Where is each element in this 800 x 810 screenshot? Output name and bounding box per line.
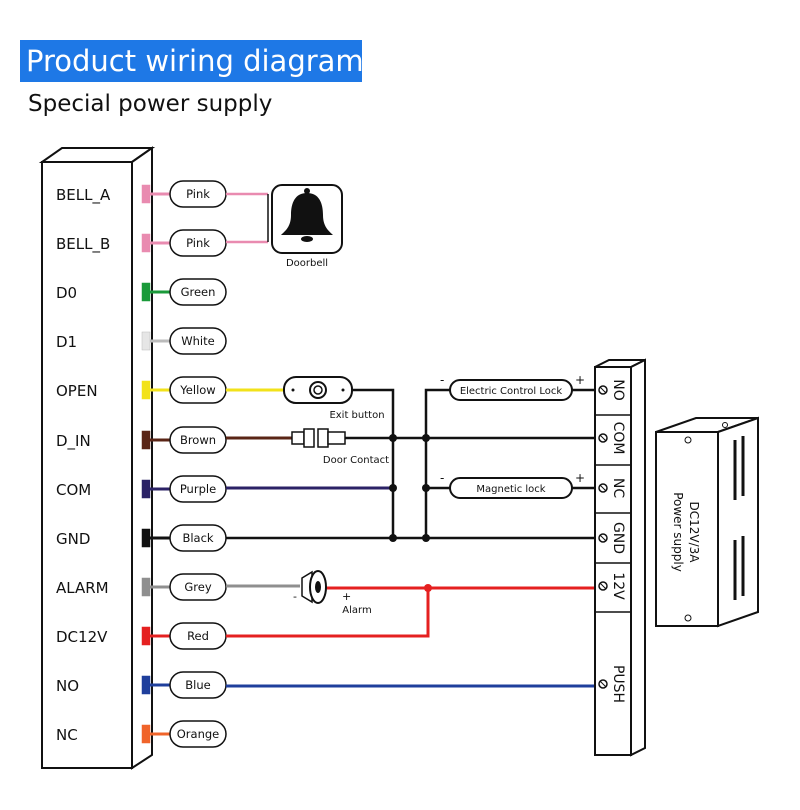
wire-color-label: Blue — [185, 678, 210, 692]
electric-lock-plus: + — [575, 373, 585, 387]
connector-plug — [141, 577, 151, 597]
wire-color-label: Brown — [180, 433, 216, 447]
terminal-label: ALARM — [56, 579, 109, 597]
wire-color-label: Black — [182, 531, 213, 545]
terminal-com: COM Purple — [56, 475, 227, 503]
door-contact-label: Door Contact — [323, 455, 389, 466]
power-terminal-label: NO — [610, 379, 626, 401]
title-banner — [20, 40, 362, 82]
power-supply-box: DC12V/3A Power supply — [655, 416, 759, 628]
controller-panel — [38, 146, 156, 770]
power-terminal-no: NO — [598, 379, 626, 401]
terminal-label: GND — [56, 530, 90, 548]
doorbell-device: Doorbell — [267, 184, 343, 269]
door-contact-device: Door Contact — [291, 428, 389, 466]
electric-lock-minus: - — [440, 373, 444, 387]
power-terminal-12v: 12V — [598, 572, 626, 600]
terminal-label: NO — [56, 677, 79, 695]
terminal-label: BELL_A — [56, 186, 111, 205]
connector-plug — [141, 233, 151, 253]
terminal-no: NO Blue — [56, 671, 227, 699]
connector-plug — [141, 331, 151, 351]
terminal-open: OPEN Yellow — [56, 376, 227, 404]
alarm-minus: - — [293, 590, 297, 603]
terminal-bell-a: BELL_A Pink — [56, 180, 227, 208]
connector-plug — [141, 626, 151, 646]
wire-color-label: Grey — [184, 580, 211, 594]
wire-color-pill — [169, 426, 227, 454]
terminal-nc: NC Orange — [56, 720, 227, 748]
terminal-label: OPEN — [56, 382, 98, 400]
terminal-label: D_IN — [56, 432, 91, 451]
power-supply-line2: Power supply — [671, 492, 685, 572]
bell-icon — [281, 188, 333, 242]
terminal-label: D1 — [56, 333, 77, 351]
page-title: Product wiring diagram — [26, 44, 364, 78]
connector-plug — [141, 380, 151, 400]
electric-lock-label: Electric Control Lock — [460, 386, 563, 397]
terminal-label: NC — [56, 726, 78, 744]
power-terminal-label: 12V — [610, 572, 626, 600]
power-terminal-label: COM — [610, 422, 626, 455]
terminal-label: D0 — [56, 284, 77, 302]
magnetic-lock-minus: - — [440, 471, 444, 485]
wire-color-label: Pink — [186, 236, 210, 250]
wire-color-label: Purple — [180, 482, 216, 496]
connector-plug — [141, 430, 151, 450]
connector-plug — [141, 479, 151, 499]
power-terminal-nc: NC — [598, 478, 626, 498]
exit-button-device: Exit button — [283, 376, 385, 421]
wire-color-pill — [169, 720, 227, 748]
connector-plug — [141, 528, 151, 548]
power-terminal-label: PUSH — [610, 665, 626, 703]
terminal-gnd: GND Black — [56, 524, 227, 552]
magnetic-lock-plus: + — [575, 471, 585, 485]
terminal-label: DC12V — [56, 628, 108, 646]
wire-color-pill — [169, 327, 227, 355]
connector-plug — [141, 184, 151, 204]
terminal-alarm: ALARM Grey — [56, 573, 227, 601]
wire-color-label: White — [181, 334, 214, 348]
terminal-label: COM — [56, 481, 91, 499]
magnetic-lock-label: Magnetic lock — [476, 484, 545, 495]
power-terminal-gnd: GND — [598, 522, 626, 554]
connector-plug — [141, 675, 151, 695]
terminal-bell-b: BELL_B Pink — [56, 229, 227, 257]
page-subtitle: Special power supply — [28, 91, 273, 117]
magnetic-lock-device: Magnetic lock - + — [440, 471, 585, 499]
power-terminal-block: NO COM NC GND 12V PUSH — [594, 358, 646, 757]
wire-bus — [226, 192, 600, 688]
alarm-label: Alarm — [342, 605, 371, 616]
terminal-d0: D0 Green — [56, 278, 227, 306]
alarm-device: - + Alarm — [293, 570, 372, 616]
wire-color-label: Yellow — [179, 383, 215, 397]
terminal-d1: D1 White — [56, 327, 227, 355]
alarm-plus: + — [342, 590, 351, 603]
power-terminal-com: COM — [598, 422, 626, 455]
connector-plug — [141, 724, 151, 744]
wire-color-label: Red — [187, 629, 209, 643]
doorbell-label: Doorbell — [286, 258, 328, 269]
wire-color-label: Green — [181, 285, 216, 299]
terminal-dc12v: DC12V Red — [56, 622, 227, 650]
exit-button-label: Exit button — [329, 410, 384, 421]
power-supply-line1: DC12V/3A — [687, 502, 701, 564]
electric-lock-device: Electric Control Lock - + — [440, 373, 585, 401]
wire-color-pill — [169, 278, 227, 306]
power-terminal-label: GND — [610, 522, 626, 554]
power-terminal-push: PUSH — [598, 665, 626, 703]
terminal-d-in: D_IN Brown — [56, 426, 227, 454]
wire-color-label: Orange — [177, 727, 220, 741]
power-terminal-label: NC — [610, 478, 626, 498]
wire-color-label: Pink — [186, 187, 210, 201]
terminal-label: BELL_B — [56, 235, 110, 254]
connector-plug — [141, 282, 151, 302]
